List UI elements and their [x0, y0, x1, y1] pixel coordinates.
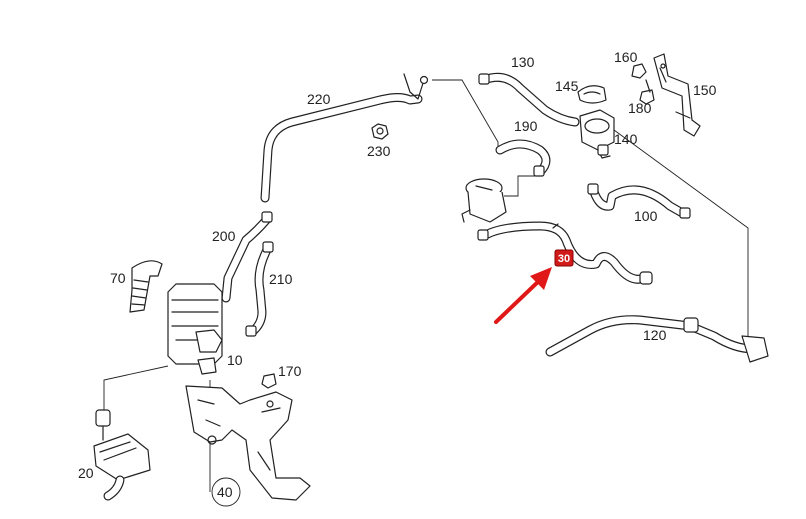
leader-140-120: [613, 129, 749, 340]
leader-heater-20: [103, 365, 169, 412]
label-160: 160: [614, 49, 638, 65]
label-120: 120: [643, 327, 667, 343]
bolt-180[interactable]: [639, 79, 655, 105]
label-190: 190: [514, 118, 538, 134]
hose-200[interactable]: [221, 211, 273, 303]
bracket-145[interactable]: [577, 85, 607, 104]
label-200: 200: [212, 228, 236, 244]
highlight-arrow: [494, 267, 552, 324]
hose-220[interactable]: [260, 73, 429, 203]
highlight-callout-30[interactable]: 30: [554, 249, 574, 267]
heater-unit-10[interactable]: [167, 283, 223, 375]
label-220: 220: [307, 91, 331, 107]
nut-160[interactable]: [631, 63, 647, 79]
leader-220-190: [432, 79, 499, 150]
label-170: 170: [278, 363, 302, 379]
hose-120[interactable]: [545, 315, 769, 363]
pump-140[interactable]: [579, 109, 615, 159]
hose-30[interactable]: [477, 221, 653, 285]
label-20: 20: [78, 465, 94, 481]
hose-130[interactable]: [478, 72, 580, 127]
bracket-150[interactable]: [653, 53, 701, 137]
label-145: 145: [555, 78, 579, 94]
leader-190-pump: [504, 175, 540, 197]
label-230: 230: [367, 143, 391, 159]
label-100: 100: [634, 208, 658, 224]
label-10: 10: [227, 352, 243, 368]
label-140: 140: [614, 131, 638, 147]
label-210: 210: [269, 271, 293, 287]
aux-pump[interactable]: [461, 178, 507, 223]
label-150: 150: [693, 82, 717, 98]
hose-210[interactable]: [245, 241, 274, 337]
corrugated-hose-70[interactable]: [129, 260, 163, 313]
label-180: 180: [628, 100, 652, 116]
bracket-40[interactable]: [185, 385, 311, 501]
callout-label: 30: [558, 253, 570, 265]
label-130: 130: [511, 54, 535, 70]
component-20[interactable]: [93, 409, 151, 501]
label-40: 40: [217, 484, 233, 500]
callout-badge: [554, 249, 574, 267]
hose-100[interactable]: [587, 183, 691, 219]
clip-230[interactable]: [371, 123, 389, 140]
label-ring-40: [211, 477, 241, 507]
hose-190[interactable]: [495, 139, 551, 177]
label-70: 70: [110, 270, 126, 286]
bolt-170[interactable]: [261, 373, 277, 389]
